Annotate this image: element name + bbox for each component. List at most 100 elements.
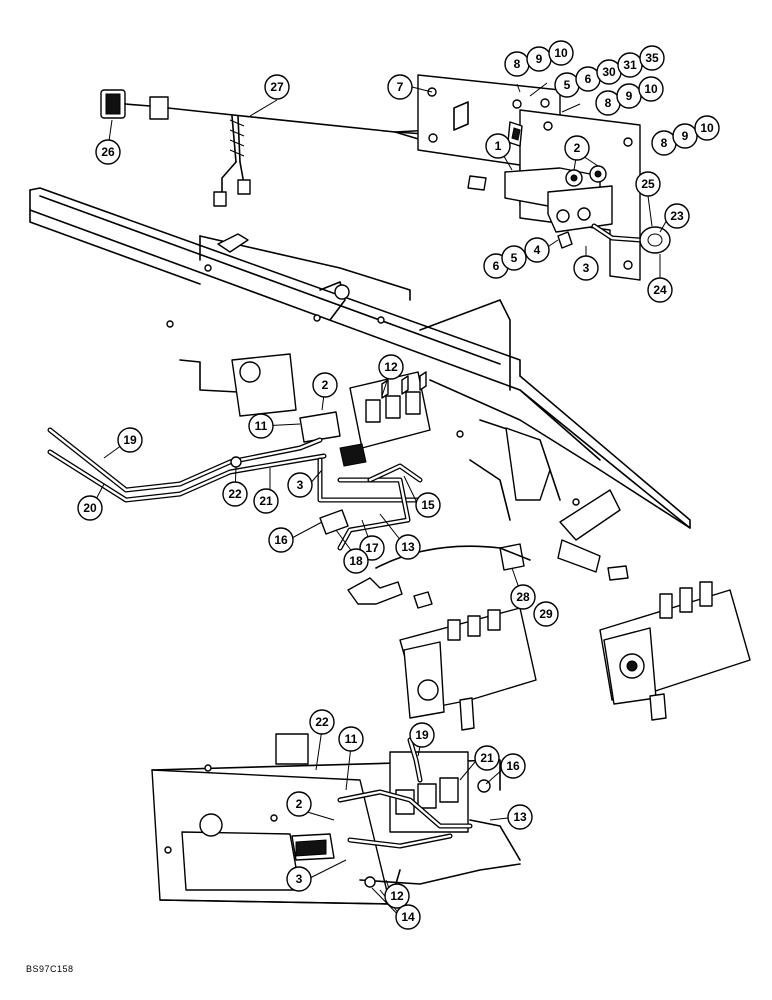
callout-13-mid: 13	[395, 534, 421, 560]
callout-21-mid: 21	[253, 488, 279, 514]
callout-28: 28	[510, 584, 536, 610]
svg-text:28: 28	[516, 590, 530, 604]
svg-text:4: 4	[534, 243, 541, 257]
callout-6-top: 6	[575, 66, 601, 92]
callout-20: 20	[77, 495, 103, 521]
svg-text:8: 8	[661, 136, 668, 150]
callout-19-low: 19	[409, 722, 435, 748]
svg-text:21: 21	[259, 494, 273, 508]
svg-text:20: 20	[83, 501, 97, 515]
svg-text:3: 3	[583, 261, 590, 275]
svg-text:11: 11	[255, 419, 268, 433]
svg-text:19: 19	[123, 433, 137, 447]
svg-text:18: 18	[349, 554, 363, 568]
callout-12-low: 12	[384, 883, 410, 909]
svg-text:24: 24	[653, 283, 667, 297]
callout-16-mid: 16	[268, 527, 294, 553]
svg-text:3: 3	[296, 872, 303, 886]
svg-text:16: 16	[506, 759, 520, 773]
callout-35: 35	[639, 45, 665, 71]
svg-text:10: 10	[554, 46, 568, 60]
svg-text:27: 27	[270, 80, 284, 94]
lower-assembly	[151, 733, 521, 905]
callout-3-top: 3	[573, 255, 599, 281]
callout-12-mid: 12	[378, 354, 404, 380]
callout-3-low: 3	[286, 866, 312, 892]
frame-rail	[29, 187, 691, 529]
svg-text:3: 3	[297, 478, 304, 492]
solenoid-valve	[467, 121, 671, 254]
callout-4: 4	[524, 237, 550, 263]
callout-31: 31	[617, 52, 643, 78]
svg-text:2: 2	[296, 797, 303, 811]
svg-text:8: 8	[605, 96, 612, 110]
svg-text:13: 13	[513, 810, 527, 824]
svg-text:16: 16	[274, 533, 288, 547]
svg-text:12: 12	[384, 360, 398, 374]
svg-text:1: 1	[495, 139, 502, 153]
callout-5-lower: 5	[501, 245, 527, 271]
callout-9-mid: 9	[616, 83, 642, 109]
callout-22-low: 22	[309, 709, 335, 735]
callout-9-top: 9	[526, 46, 552, 72]
svg-text:9: 9	[626, 89, 633, 103]
svg-text:8: 8	[514, 57, 521, 71]
callout-21-low: 21	[474, 745, 500, 771]
switch-harness-assembly	[100, 89, 471, 207]
callout-3-mid: 3	[287, 472, 313, 498]
svg-text:14: 14	[401, 910, 415, 924]
callout-14: 14	[395, 904, 421, 930]
callout-16-low: 16	[500, 753, 526, 779]
callout-11-mid: 11	[248, 413, 274, 439]
svg-text:22: 22	[315, 715, 329, 729]
svg-text:30: 30	[602, 65, 616, 79]
svg-text:11: 11	[345, 732, 358, 746]
svg-text:21: 21	[480, 751, 494, 765]
callout-2-mid: 2	[312, 372, 338, 398]
callout-26: 26	[95, 139, 121, 165]
svg-text:2: 2	[574, 141, 581, 155]
callout-29: 29	[533, 601, 559, 627]
callout-1: 1	[485, 133, 511, 159]
callout-18: 18	[343, 548, 369, 574]
svg-text:35: 35	[645, 51, 659, 65]
svg-text:26: 26	[101, 145, 115, 159]
callout-25: 25	[635, 171, 661, 197]
svg-text:12: 12	[390, 889, 404, 903]
figure-code: BS97C158	[26, 964, 74, 974]
callout-10-mid: 10	[638, 76, 664, 102]
svg-text:9: 9	[536, 52, 543, 66]
callout-13-low: 13	[507, 804, 533, 830]
callout-10-low: 10	[694, 115, 720, 141]
callout-2-low: 2	[286, 791, 312, 817]
callout-9-low: 9	[672, 123, 698, 149]
svg-text:17: 17	[365, 541, 379, 555]
svg-text:29: 29	[539, 607, 553, 621]
svg-text:5: 5	[564, 78, 571, 92]
callout-5-top: 5	[554, 72, 580, 98]
callout-15: 15	[415, 492, 441, 518]
callout-23: 23	[664, 203, 690, 229]
callout-11-low: 11	[338, 726, 364, 752]
svg-text:23: 23	[670, 209, 684, 223]
svg-text:10: 10	[644, 82, 658, 96]
svg-text:9: 9	[682, 129, 689, 143]
svg-text:10: 10	[700, 121, 714, 135]
svg-text:25: 25	[641, 177, 655, 191]
svg-text:15: 15	[421, 498, 435, 512]
valve-bank-left	[399, 607, 537, 731]
svg-text:7: 7	[397, 80, 404, 94]
svg-text:6: 6	[493, 259, 500, 273]
valve-bank-right	[599, 581, 751, 721]
svg-text:22: 22	[228, 487, 242, 501]
svg-text:6: 6	[585, 72, 592, 86]
callout-8-top: 8	[504, 51, 530, 77]
loose-fittings	[347, 489, 629, 609]
svg-text:19: 19	[415, 728, 429, 742]
callout-27: 27	[264, 74, 290, 100]
callout-24: 24	[647, 277, 673, 303]
svg-text:13: 13	[401, 540, 415, 554]
callout-7: 7	[387, 74, 413, 100]
callout-19-mid: 19	[117, 427, 143, 453]
